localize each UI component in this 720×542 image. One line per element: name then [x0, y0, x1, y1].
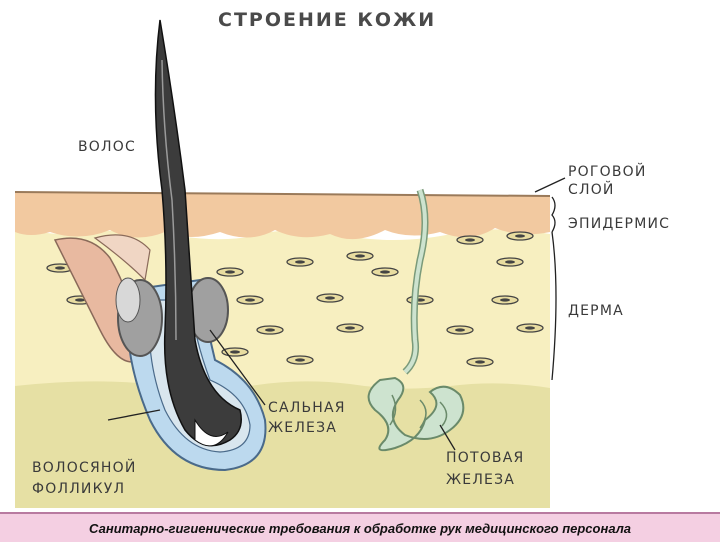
epidermis-layer	[15, 192, 550, 240]
footer-text: Санитарно-гигиенические требования к обр…	[88, 520, 632, 536]
label-horny-2: СЛОЙ	[568, 180, 615, 198]
label-sweat-2: ЖЕЛЕЗА	[446, 472, 515, 488]
label-hair: ВОЛОС	[78, 139, 136, 155]
cell-nucleus	[230, 350, 240, 354]
label-dermis: ДЕРМА	[568, 303, 624, 319]
footer-bar: Санитарно-гигиенические требования к обр…	[0, 512, 720, 542]
cell-nucleus	[355, 254, 365, 258]
label-follicle-1: ВОЛОСЯНОЙ	[32, 458, 137, 476]
cell-nucleus	[345, 326, 355, 330]
dermis-cells	[46, 231, 544, 367]
cell-nucleus	[515, 234, 525, 238]
cell-nucleus	[245, 298, 255, 302]
cell-nucleus	[500, 298, 510, 302]
cell-nucleus	[325, 296, 335, 300]
horny-layer-line	[14, 191, 551, 197]
cell-nucleus	[265, 328, 275, 332]
sweat-gland	[367, 188, 465, 452]
label-sebaceous-1: САЛЬНАЯ	[268, 400, 346, 416]
label-horny-1: РОГОВОЙ	[568, 162, 647, 180]
cell-nucleus	[380, 270, 390, 274]
label-epidermis: ЭПИДЕРМИС	[568, 216, 670, 232]
cell-nucleus	[225, 270, 235, 274]
cell-nucleus	[505, 260, 515, 264]
leader-lines	[107, 177, 566, 451]
label-follicle-2: ФОЛЛИКУЛ	[32, 481, 125, 497]
cell-nucleus	[295, 358, 305, 362]
cell-nucleus	[295, 260, 305, 264]
diagram-title: СТРОЕНИЕ КОЖИ	[218, 9, 436, 31]
label-sweat-1: ПОТОВАЯ	[446, 450, 524, 466]
hair-shaft	[154, 19, 242, 447]
cell-nucleus	[525, 326, 535, 330]
cell-nucleus	[55, 266, 65, 270]
cell-nucleus	[455, 328, 465, 332]
cell-nucleus	[475, 360, 485, 364]
cell-nucleus	[75, 298, 85, 302]
cell-nucleus	[465, 238, 475, 242]
skin-structure-diagram: СТРОЕНИЕ КОЖИ	[14, 9, 670, 508]
label-sebaceous-2: ЖЕЛЕЗА	[268, 420, 337, 436]
